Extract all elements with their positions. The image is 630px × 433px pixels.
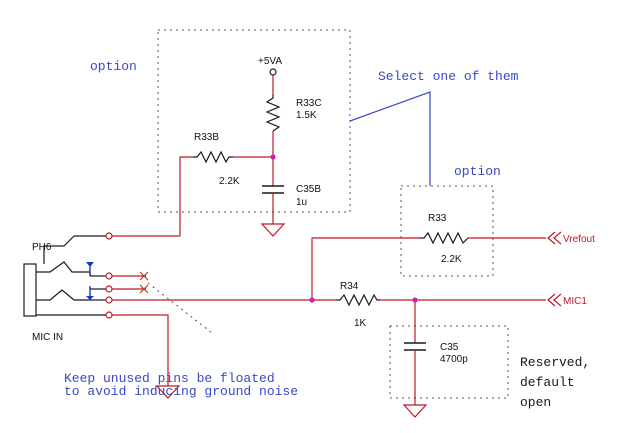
- r33c-ref: R33C: [296, 98, 322, 109]
- mic1-port-icon: [547, 293, 562, 307]
- c35b-value: 1u: [296, 197, 307, 208]
- connector-pins: [105, 232, 113, 319]
- option-box-top: [157, 29, 351, 213]
- mic1-label: MIC1: [563, 296, 587, 307]
- keep-note-line2: to avoid inducing ground noise: [64, 384, 298, 399]
- vrefout-port-icon: [547, 231, 562, 245]
- capacitor-c35b: [262, 185, 284, 199]
- unused-pins-dashed-line: [147, 282, 213, 334]
- c35-ref: C35: [440, 342, 459, 353]
- junction-dots: [270, 154, 418, 303]
- reserved-note-line2: default: [520, 375, 575, 390]
- ground-symbol-connector: [155, 385, 181, 399]
- no-connect-markers: [139, 271, 149, 294]
- resistor-r34: R34 1K: [336, 281, 380, 329]
- vrefout-label: Vrefout: [563, 234, 595, 245]
- reserved-note-line1: Reserved,: [520, 355, 590, 370]
- reserved-note-line3: open: [520, 395, 551, 410]
- r33-ref: R33: [428, 213, 447, 224]
- r33c-value: 1.5K: [296, 110, 317, 121]
- connector-name: MIC IN: [32, 332, 63, 343]
- r34-value: 1K: [354, 318, 367, 329]
- option-note-top: option: [90, 59, 137, 74]
- connector-ref: PH6: [32, 242, 52, 253]
- capacitor-c35: [404, 342, 426, 356]
- keep-note-line1: Keep unused pins be floated: [64, 371, 275, 386]
- resistor-r33: R33 2.2K: [420, 213, 469, 265]
- r33b-value: 2.2K: [219, 176, 240, 187]
- resistor-r33b: R33B 2.2K: [193, 132, 240, 187]
- resistor-r33c: R33C 1.5K: [265, 95, 322, 132]
- r33b-ref: R33B: [194, 132, 219, 143]
- option-note-right: option: [454, 164, 501, 179]
- ground-symbol-c35b: [260, 223, 286, 237]
- reserved-box: [389, 325, 509, 399]
- power-label: +5VA: [258, 56, 282, 67]
- select-note: Select one of them: [378, 69, 519, 84]
- r34-ref: R34: [340, 281, 359, 292]
- power-symbol: +5VA: [258, 56, 282, 76]
- select-pointer-line: [349, 91, 431, 186]
- wires: [112, 74, 546, 405]
- audio-jack-icon: [23, 235, 106, 317]
- c35b-ref: C35B: [296, 184, 321, 195]
- option-box-right: [400, 185, 494, 277]
- c35-value: 4700p: [440, 354, 468, 365]
- ground-symbol-c35: [402, 404, 428, 418]
- r33-value: 2.2K: [441, 254, 462, 265]
